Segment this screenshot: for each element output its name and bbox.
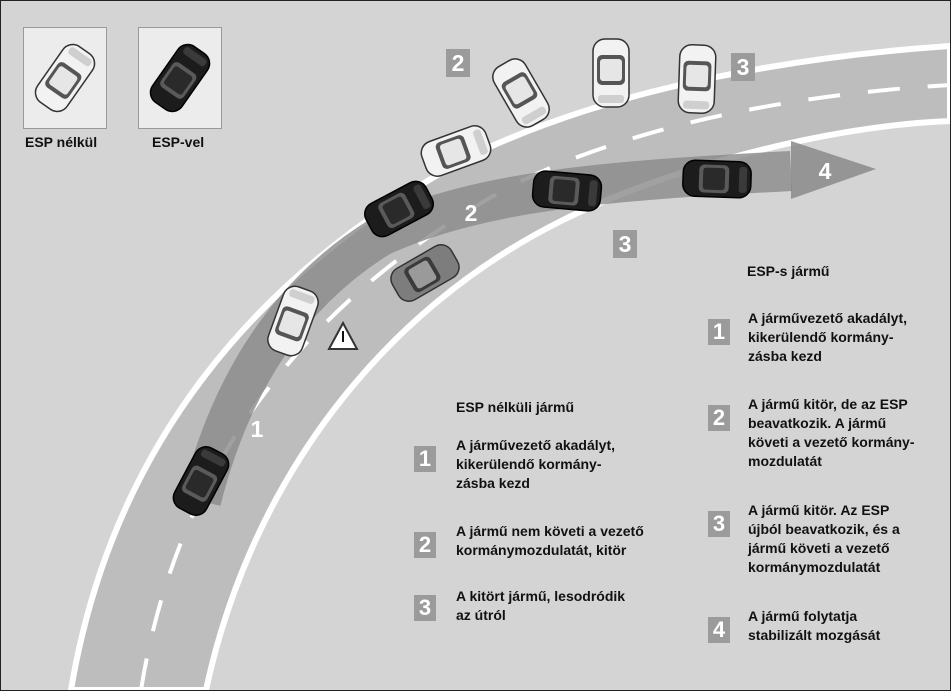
- car-no-esp-4: [678, 44, 716, 113]
- esp-step-1-text: A járművezető akadályt, kikerülendő korm…: [748, 309, 907, 366]
- esp-step-3-text: A jármű kitör. Az ESP újból beavatkozik,…: [748, 501, 900, 577]
- esp-step-1-number: 1: [708, 319, 730, 345]
- no-esp-section-title: ESP nélküli jármű: [456, 399, 574, 415]
- road-marker-esp-2: 2: [459, 199, 483, 227]
- road-marker-no-esp-2: 2: [446, 49, 470, 77]
- car-esp-5: [682, 160, 751, 198]
- esp-step-3-number: 3: [708, 511, 730, 537]
- no-esp-step-1-text: A járművezető akadályt, kikerülendő korm…: [456, 436, 615, 493]
- esp-step-4-number: 4: [708, 617, 730, 643]
- road-marker-esp-4: 4: [813, 157, 837, 185]
- no-esp-step-1-number: 1: [414, 446, 436, 472]
- light-car-icon: [24, 28, 106, 128]
- legend-label-without-esp: ESP nélkül: [25, 134, 97, 150]
- esp-step-4-text: A jármű folytatja stabilizált mozgását: [748, 607, 880, 645]
- legend-car-with-esp: [138, 27, 222, 129]
- dark-car-icon: [139, 28, 221, 128]
- legend-label-with-esp: ESP-vel: [152, 134, 204, 150]
- road-marker-esp-1: 1: [245, 415, 269, 443]
- esp-step-2-number: 2: [708, 405, 730, 431]
- legend-car-without-esp: [23, 27, 107, 129]
- esp-section-title: ESP-s jármű: [747, 263, 829, 279]
- car-no-esp-2: [488, 55, 553, 132]
- no-esp-step-3-number: 3: [414, 595, 436, 621]
- esp-step-2-text: A jármű kitör, de az ESP beavatkozik. A …: [748, 395, 915, 471]
- road-marker-no-esp-3: 3: [731, 53, 755, 81]
- road-marker-esp-3: 3: [613, 230, 637, 258]
- car-no-esp-3: [593, 39, 629, 107]
- no-esp-step-2-number: 2: [414, 532, 436, 558]
- no-esp-step-3-text: A kitört jármű, lesodródik az útról: [456, 587, 625, 625]
- no-esp-step-2-text: A jármű nem követi a vezető kormánymozdu…: [456, 522, 644, 560]
- car-esp-4: [532, 170, 603, 212]
